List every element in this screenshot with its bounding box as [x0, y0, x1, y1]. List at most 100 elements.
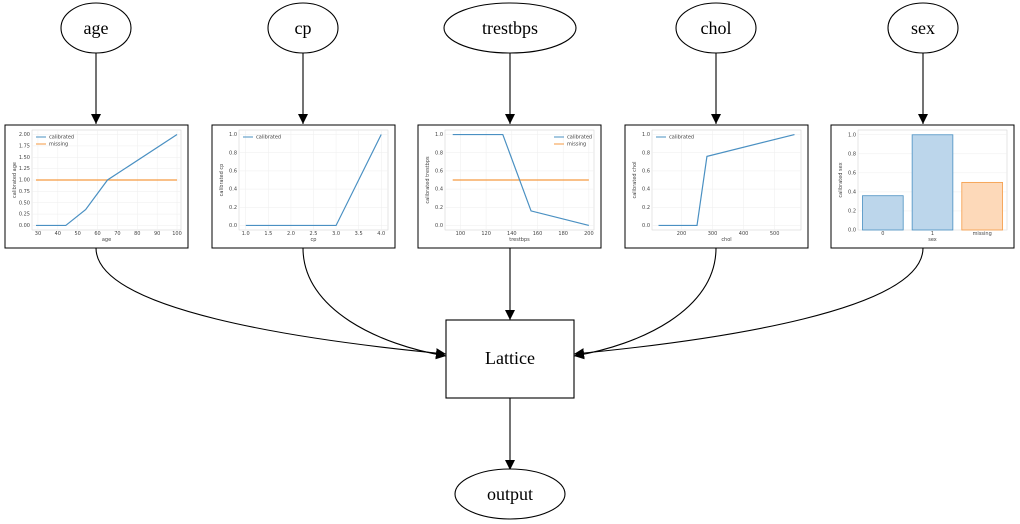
y-tick-label: 0.0: [848, 228, 856, 234]
x-tick-label: 70: [114, 231, 120, 237]
legend-label: calibrated: [256, 135, 281, 141]
bar-missing: [961, 181, 1003, 231]
x-tick-label: 60: [94, 231, 100, 237]
y-tick-label: 0.4: [848, 190, 856, 196]
x-tick-label: 200: [677, 231, 687, 237]
edge-age-lattice: [95, 247, 447, 359]
output-node: output: [454, 468, 566, 520]
bar-0: [862, 195, 904, 231]
x-tick-label: 1: [931, 231, 934, 237]
x-tick-label: 400: [739, 231, 749, 237]
y-tick-label: 0.2: [642, 205, 650, 211]
y-tick-label: 0.8: [848, 151, 856, 157]
calibrator-box-chol: 0.0 0.2 0.4 0.6 0.8 1.0 calibrated chol chol 200…: [624, 124, 809, 249]
calibrator-chart-chol: 0.0 0.2 0.4 0.6 0.8 1.0 calibrated chol chol 200…: [632, 129, 802, 243]
x-tick-label: 200: [584, 231, 594, 237]
x-tick-label: 50: [75, 231, 81, 237]
y-tick-label: 0.0: [642, 223, 650, 229]
x-tick-label: 30: [35, 231, 41, 237]
input-node-label: sex: [911, 18, 935, 38]
x-axis-label: age: [102, 237, 111, 243]
series-line-calibrated: [245, 134, 382, 227]
x-tick-label: 140: [507, 231, 517, 237]
y-axis-label: calibrated cp: [219, 164, 225, 197]
y-tick-label: 1.0: [229, 132, 237, 138]
y-tick-label: 0.0: [229, 223, 237, 229]
y-tick-label: 0.4: [642, 187, 650, 193]
x-tick-label: 100: [172, 231, 182, 237]
input-node-label: cp: [295, 18, 312, 38]
edge-chol-lattice: [573, 247, 717, 360]
y-tick-label: 0.00: [19, 223, 30, 229]
edge-cp-lattice: [302, 247, 447, 360]
y-tick-label: 0.8: [642, 150, 650, 156]
chart-legend: calibrated: [243, 135, 281, 141]
input-node-label: trestbps: [482, 18, 538, 38]
y-axis-label: calibrated sex: [838, 162, 844, 197]
y-tick-label: 1.75: [19, 144, 30, 150]
y-tick-label: 0.6: [848, 170, 856, 176]
series-line-calibrated: [452, 133, 590, 227]
y-tick-label: 1.50: [19, 155, 30, 161]
x-tick-label: 500: [770, 231, 780, 237]
y-tick-label: 1.0: [848, 132, 856, 138]
legend-label: missing: [567, 142, 586, 148]
y-tick-label: 0.50: [19, 200, 30, 206]
x-tick-label: 4.0: [377, 231, 385, 237]
x-tick-label: 3.0: [332, 231, 340, 237]
x-tick-label: 90: [154, 231, 160, 237]
lattice-node: Lattice: [445, 319, 575, 399]
y-axis-label: calibrated age: [12, 162, 18, 198]
input-node-cp: cp: [267, 2, 339, 54]
input-node-label: age: [84, 18, 109, 38]
x-tick-label: 3.5: [355, 231, 363, 237]
x-axis-label: chol: [721, 237, 731, 243]
x-tick-label: 1.0: [242, 231, 250, 237]
input-node-chol: chol: [675, 2, 757, 54]
x-tick-label: 0: [881, 231, 884, 237]
bar-1: [911, 134, 954, 231]
calibrator-chart-age: 0.000.250.500.751.001.251.501.752.00cali…: [12, 129, 182, 243]
y-tick-label: 1.0: [642, 132, 650, 138]
x-tick-label: 160: [533, 231, 543, 237]
legend-label: calibrated: [567, 135, 592, 141]
chart-legend: calibrated: [656, 135, 694, 141]
input-node-label: chol: [701, 18, 732, 38]
x-tick-label: 100: [456, 231, 466, 237]
y-tick-label: 1.0: [435, 132, 443, 138]
lattice-label: Lattice: [485, 348, 535, 368]
y-tick-label: 2.00: [19, 132, 30, 138]
input-node-trestbps: trestbps: [443, 2, 577, 54]
x-tick-label: 2.0: [287, 231, 295, 237]
y-tick-label: 0.6: [435, 169, 443, 175]
input-node-age: age: [60, 2, 132, 54]
y-tick-label: 0.4: [229, 187, 237, 193]
calibrator-box-age: 0.000.250.500.751.001.251.501.752.00cali…: [4, 124, 189, 249]
x-tick-label: 180: [558, 231, 568, 237]
legend-label: missing: [49, 142, 68, 148]
x-tick-label: 40: [55, 231, 61, 237]
y-tick-label: 0.2: [435, 205, 443, 211]
x-axis-label: cp: [311, 237, 317, 243]
y-tick-label: 0.8: [229, 150, 237, 156]
plot-area: [651, 129, 802, 231]
y-axis-label: calibrated trestbps: [425, 156, 431, 204]
x-tick-label: 300: [708, 231, 718, 237]
x-tick-label: missing: [973, 231, 992, 237]
x-tick-label: 120: [481, 231, 491, 237]
x-axis-label: trestbps: [509, 237, 530, 243]
y-axis-label: calibrated chol: [632, 161, 638, 198]
y-tick-label: 0.25: [19, 212, 30, 218]
y-tick-label: 0.6: [642, 169, 650, 175]
y-tick-label: 0.2: [229, 205, 237, 211]
output-label: output: [487, 484, 533, 504]
legend-label: calibrated: [669, 135, 694, 141]
